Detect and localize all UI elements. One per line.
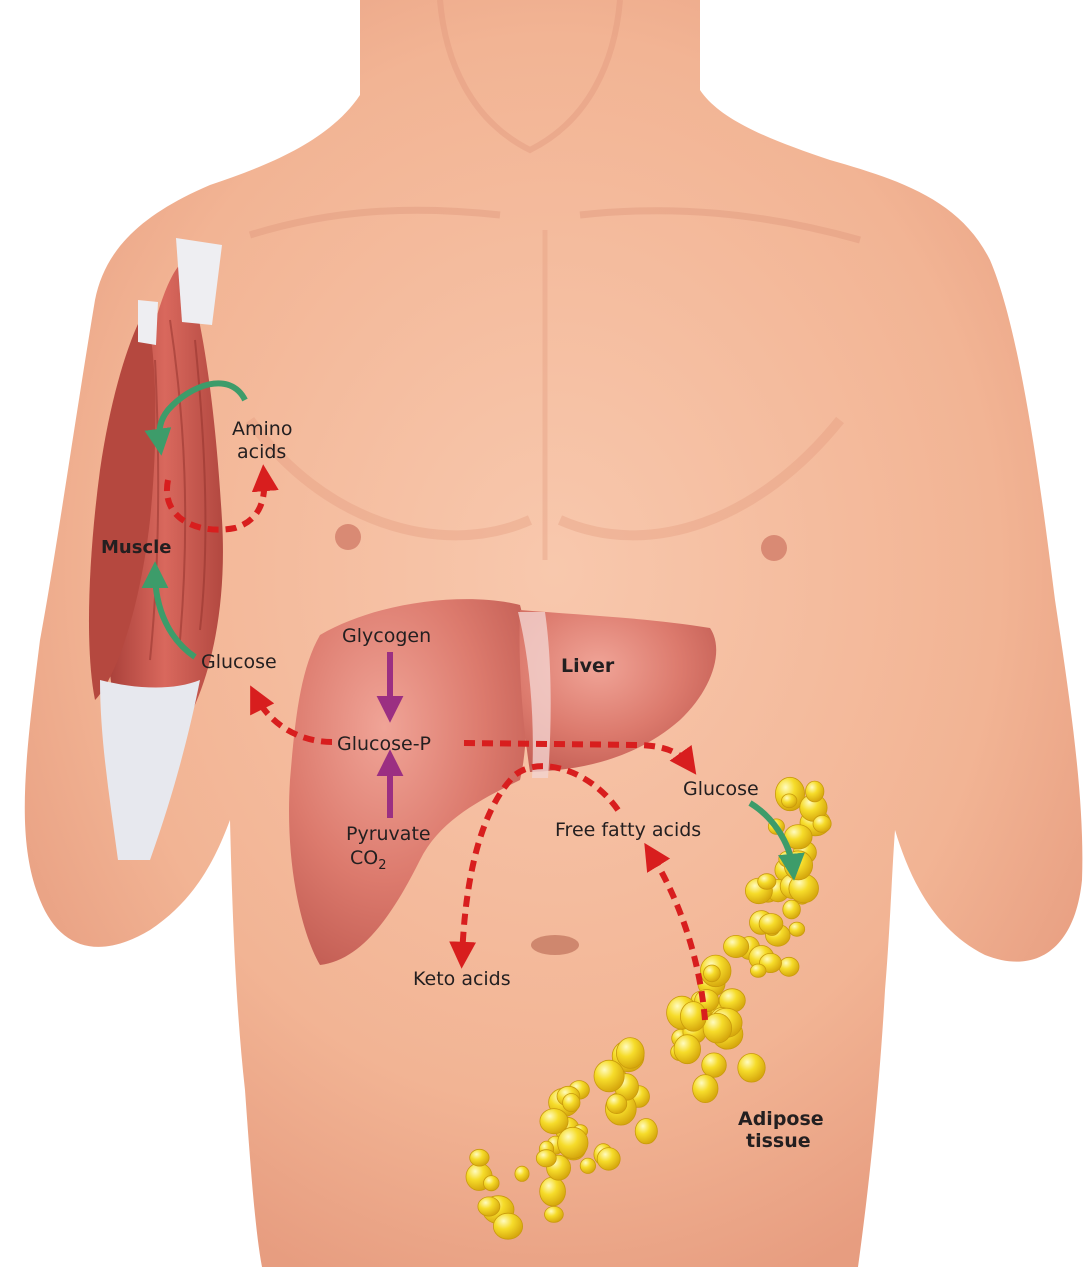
fat-globule: [545, 1206, 564, 1222]
fat-globule: [484, 1176, 500, 1191]
fat-globule: [558, 1127, 588, 1158]
label-co2-subscript: 2: [378, 858, 386, 873]
nipple-left: [335, 524, 361, 550]
label-amino-acids-line2: acids: [237, 441, 286, 463]
fat-globule: [597, 1148, 620, 1171]
label-free-fatty-acids: Free fatty acids: [555, 819, 701, 841]
fat-globule: [540, 1177, 566, 1206]
fat-globule: [563, 1094, 580, 1112]
label-glucose-p: Glucose-P: [337, 733, 431, 755]
fat-globule: [580, 1158, 595, 1173]
fat-globule: [536, 1150, 556, 1167]
fat-globule: [813, 815, 831, 832]
fat-globule: [779, 957, 799, 976]
fat-globule: [758, 874, 776, 890]
fat-globule: [515, 1166, 529, 1181]
fat-globule: [635, 1119, 657, 1144]
fat-globule: [789, 922, 805, 936]
fat-globule: [594, 1060, 624, 1092]
fat-globule: [704, 965, 721, 982]
fat-globule: [693, 1075, 718, 1103]
tendon-top-2: [138, 300, 158, 345]
fat-globule: [674, 1035, 701, 1064]
label-glucose-adipose: Glucose: [683, 778, 759, 800]
fat-globule: [616, 1038, 644, 1069]
fat-globule: [759, 914, 783, 934]
label-glucose-muscle: Glucose: [201, 651, 277, 673]
navel: [531, 935, 579, 955]
fat-globule: [478, 1197, 500, 1216]
label-glycogen: Glycogen: [342, 625, 431, 647]
fat-globule: [724, 935, 749, 957]
fat-globule: [750, 964, 766, 977]
fat-globule: [783, 900, 801, 919]
label-adipose-line2: tissue: [746, 1130, 811, 1152]
label-amino-acids-line1: Amino: [232, 418, 292, 440]
fat-globule: [493, 1213, 522, 1239]
label-muscle: Muscle: [101, 537, 172, 558]
label-co2-base: CO: [350, 847, 378, 869]
fat-globule: [607, 1094, 627, 1114]
fat-globule: [806, 781, 824, 802]
label-liver: Liver: [561, 655, 615, 677]
fat-globule: [702, 1053, 727, 1077]
fat-globule: [470, 1149, 489, 1166]
label-pyruvate: Pyruvate: [346, 823, 431, 845]
label-adipose-line1: Adipose: [738, 1108, 824, 1130]
fat-globule: [782, 794, 797, 808]
label-keto-acids: Keto acids: [413, 968, 511, 990]
nipple-right: [761, 535, 787, 561]
fat-globule: [738, 1054, 765, 1083]
